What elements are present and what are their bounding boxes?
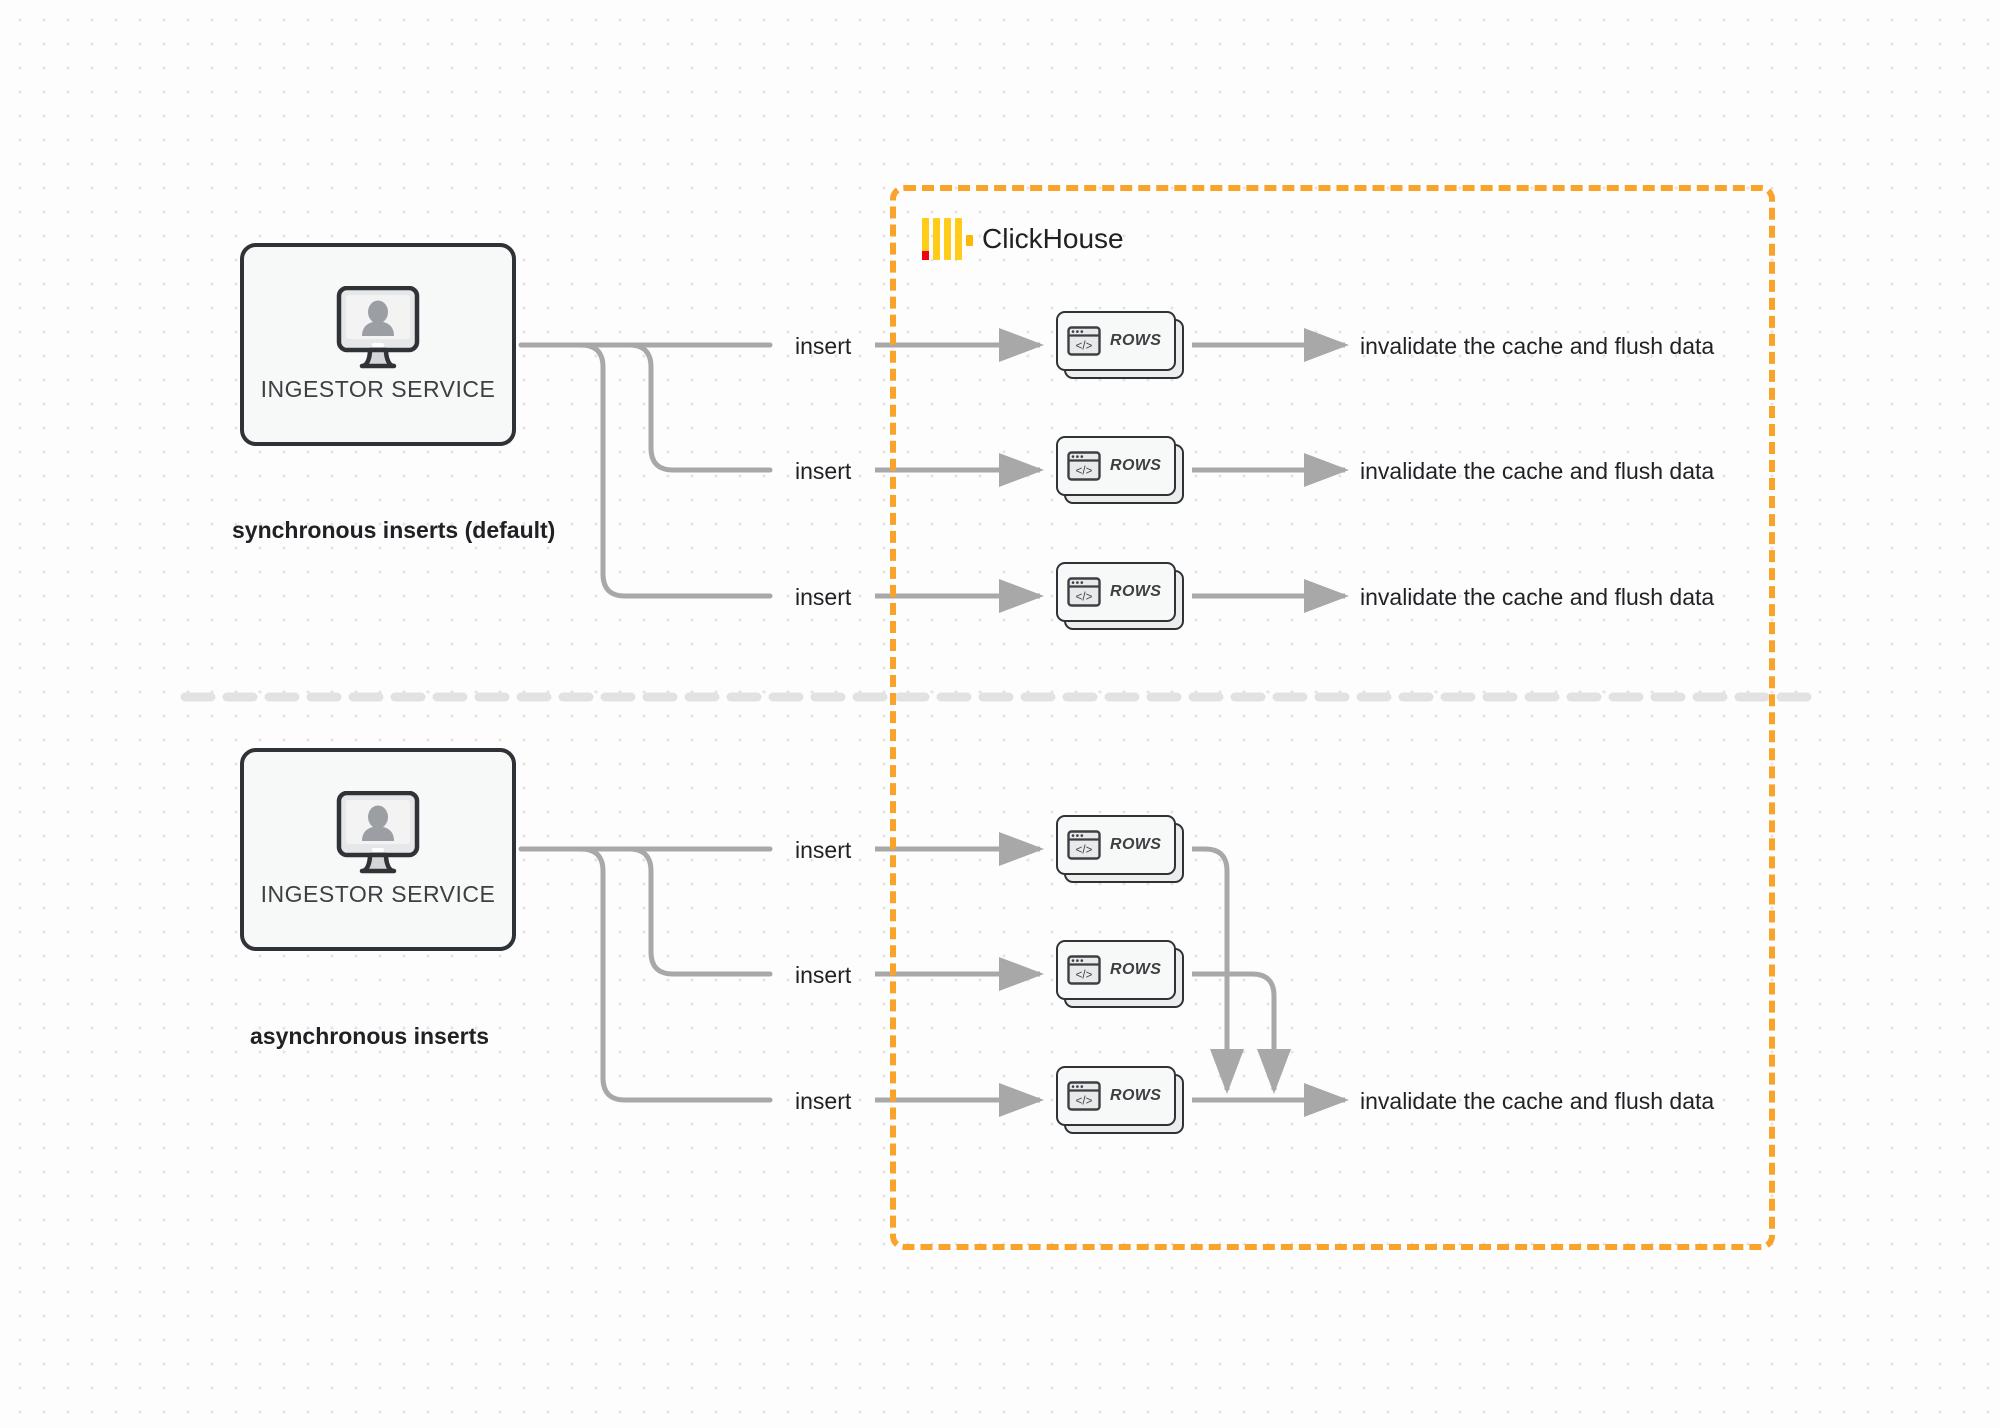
code-window-icon: </>: [1067, 955, 1101, 985]
rows-node-label: ROWS: [1110, 457, 1162, 474]
monitor-user-icon: [336, 286, 420, 369]
async-insert-label-3: insert: [795, 1088, 852, 1114]
rows-node-label: ROWS: [1110, 332, 1162, 349]
code-window-icon: </>: [1067, 1081, 1101, 1111]
async-branch-edges: [518, 846, 773, 1103]
sync-result-label-2: invalidate the cache and flush data: [1360, 458, 1715, 484]
async-rows-node-1[interactable]: </> ROWS: [1056, 815, 1184, 883]
code-window-icon: </>: [1067, 326, 1101, 356]
async-section-title: asynchronous inserts: [250, 1023, 490, 1049]
sync-ingestor-caption: INGESTOR SERVICE: [260, 376, 496, 402]
svg-text:</>: </>: [1076, 1096, 1093, 1108]
rows-node-label: ROWS: [1110, 961, 1162, 978]
rows-stack-front: </> ROWS: [1056, 311, 1176, 371]
sync-rows-node-2[interactable]: </> ROWS: [1056, 436, 1184, 504]
async-insert-label-2: insert: [795, 962, 852, 988]
clickhouse-boundary: [890, 185, 1775, 1250]
rows-node-label: ROWS: [1110, 836, 1162, 853]
rows-node-label: ROWS: [1110, 1087, 1162, 1104]
sync-section-title: synchronous inserts (default): [232, 517, 556, 543]
svg-text:</>: </>: [1076, 341, 1093, 353]
code-window-icon: </>: [1067, 577, 1101, 607]
rows-stack-front: </> ROWS: [1056, 940, 1176, 1000]
rows-stack-front: </> ROWS: [1056, 436, 1176, 496]
sync-rows-node-1[interactable]: </> ROWS: [1056, 311, 1184, 379]
clickhouse-logo-icon: [922, 218, 973, 260]
rows-stack-front: </> ROWS: [1056, 815, 1176, 875]
sync-rows-node-3[interactable]: </> ROWS: [1056, 562, 1184, 630]
sync-ingestor-service-node[interactable]: INGESTOR SERVICE: [240, 243, 516, 446]
sync-insert-label-1: insert: [795, 333, 852, 359]
async-ingestor-caption: INGESTOR SERVICE: [260, 881, 496, 907]
svg-text:</>: </>: [1076, 845, 1093, 857]
code-window-icon: </>: [1067, 830, 1101, 860]
sync-insert-label-2: insert: [795, 458, 852, 484]
code-window-icon: </>: [1067, 451, 1101, 481]
async-ingestor-service-node[interactable]: INGESTOR SERVICE: [240, 748, 516, 951]
sync-result-label-3: invalidate the cache and flush data: [1360, 584, 1715, 610]
async-rows-node-2[interactable]: </> ROWS: [1056, 940, 1184, 1008]
monitor-user-icon: [336, 791, 420, 874]
async-merged-result-label: invalidate the cache and flush data: [1360, 1088, 1715, 1114]
svg-text:</>: </>: [1076, 970, 1093, 982]
svg-text:</>: </>: [1076, 466, 1093, 478]
async-rows-node-3[interactable]: </> ROWS: [1056, 1066, 1184, 1134]
rows-stack-front: </> ROWS: [1056, 1066, 1176, 1126]
clickhouse-brand-name: ClickHouse: [982, 223, 1124, 254]
sync-result-label-1: invalidate the cache and flush data: [1360, 333, 1715, 359]
async-insert-label-1: insert: [795, 837, 852, 863]
sync-branch-edges: [518, 342, 773, 599]
svg-text:</>: </>: [1076, 592, 1093, 604]
sync-insert-label-3: insert: [795, 584, 852, 610]
rows-stack-front: </> ROWS: [1056, 562, 1176, 622]
clickhouse-brand: ClickHouse: [922, 218, 1124, 260]
rows-node-label: ROWS: [1110, 583, 1162, 600]
